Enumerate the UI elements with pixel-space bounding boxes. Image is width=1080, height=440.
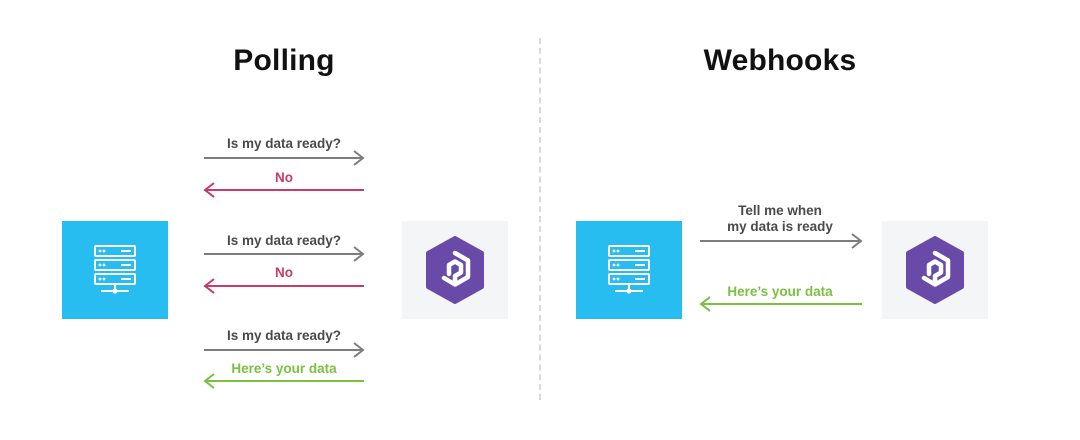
section-divider [539,38,541,400]
webhooks-request-arrow [700,231,864,251]
webhooks-server-box [576,221,682,319]
server-rack-icon [608,245,650,294]
polling-response-arrow-3 [202,371,366,391]
server-rack-icon [94,245,136,294]
hexagon-logo-icon [906,236,964,304]
polling-response-arrow-1 [202,180,366,200]
webhooks-request-label-line2: my data is ready [727,219,833,234]
polling-request-label-1: Is my data ready? [226,136,342,151]
polling-request-label-3: Is my data ready? [226,328,342,343]
webhooks-response-label: Here’s your data [727,284,833,299]
polling-api-box [402,221,508,319]
webhooks-request-label-line1: Tell me when [738,203,822,218]
polling-request-arrow-3 [204,340,366,360]
polling-response-label-3: Here’s your data [231,361,337,376]
polling-request-label-2: Is my data ready? [226,233,342,248]
polling-response-arrow-2 [202,276,366,296]
polling-response-label-1: No [275,170,293,185]
polling-server-box [62,221,168,319]
webhooks-api-box [882,221,988,319]
webhooks-response-arrow [698,294,864,314]
webhooks-title: Webhooks [703,44,857,77]
hexagon-logo-icon [426,236,484,304]
polling-request-arrow-1 [204,148,366,168]
polling-response-label-2: No [275,265,293,280]
polling-request-arrow-2 [204,244,366,264]
polling-title: Polling [233,44,335,77]
